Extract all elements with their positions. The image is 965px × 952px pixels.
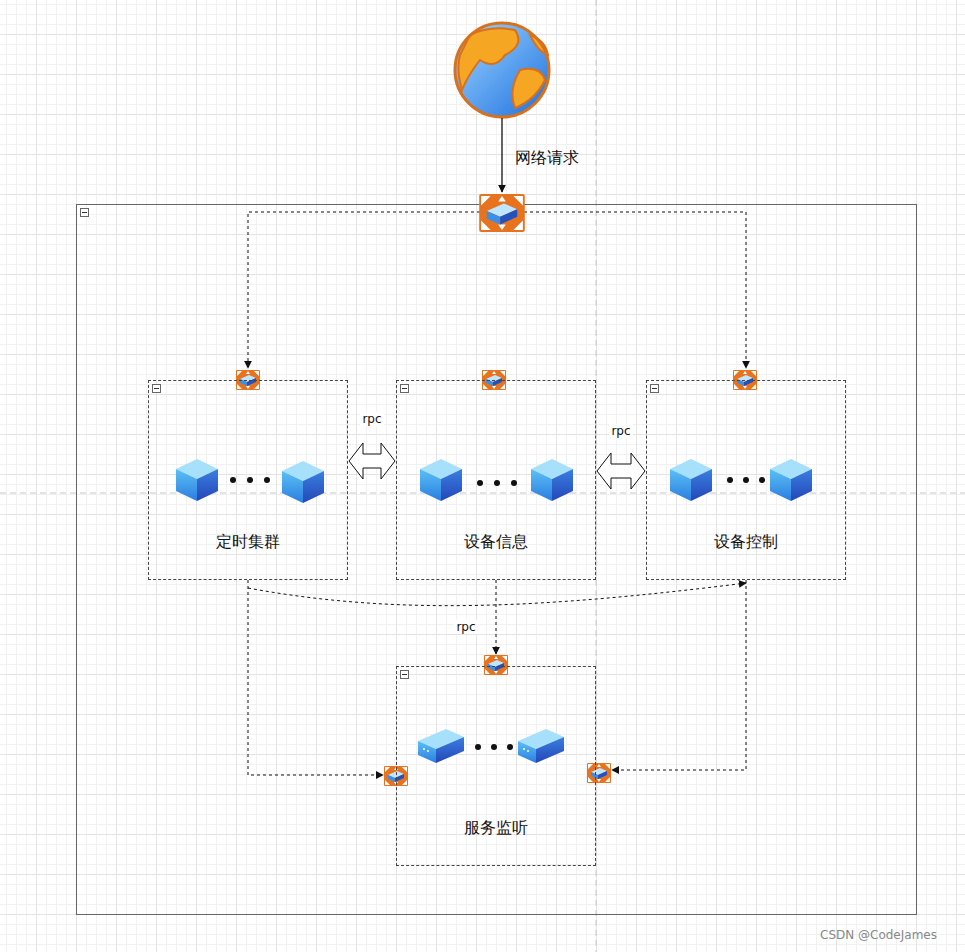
service-cluster-box: 设备信息 [396,380,596,580]
service-cluster-box: 服务监听 [396,666,596,866]
globe-icon [455,23,549,117]
cluster-name: 定时集群 [216,532,280,553]
edge-label: rpc [454,620,477,634]
arrow-label: 网络请求 [515,148,579,169]
dashed-connector [496,580,497,654]
service-cluster-box: 设备控制 [646,380,846,580]
rpc-double-arrow [597,453,645,489]
watermark: CSDN @CodeJames [820,928,937,942]
cluster-name: 设备信息 [464,532,528,553]
rpc-double-arrow [349,443,395,479]
dashed-connector [248,580,383,775]
service-cluster-box: 定时集群 [148,380,348,580]
dashed-connector [612,580,746,770]
cluster-name: 设备控制 [714,532,778,553]
dashed-connector [248,583,746,606]
cluster-name: 服务监听 [464,818,528,839]
edge-label: rpc [360,412,383,426]
edge-label: rpc [609,424,632,438]
